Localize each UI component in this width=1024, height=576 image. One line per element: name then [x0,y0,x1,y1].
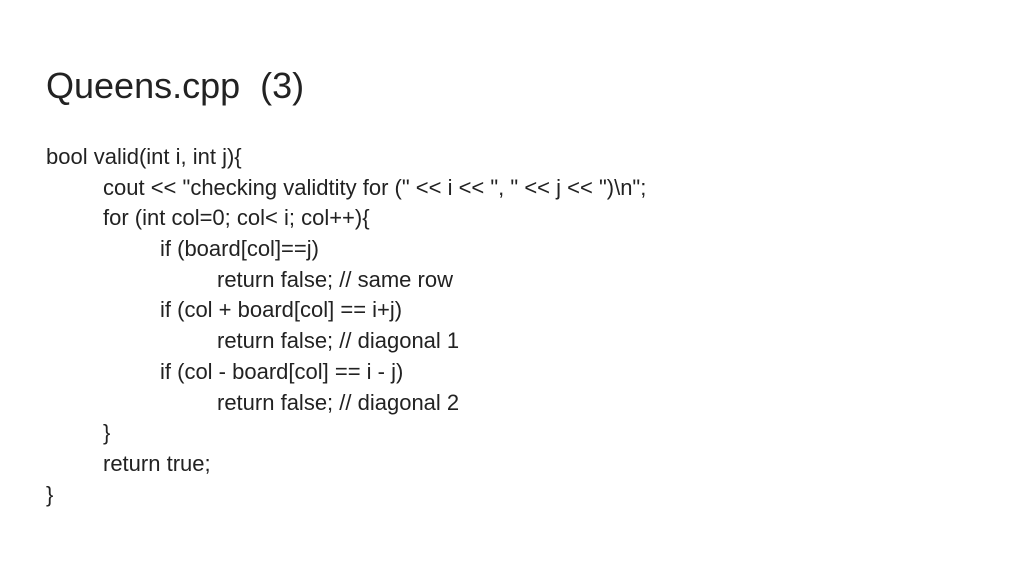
code-line: cout << "checking validtity for (" << i … [103,174,647,200]
code-line: if (col - board[col] == i - j) [160,358,404,384]
code-line: bool valid(int i, int j){ [46,144,242,169]
code-line: return false; // same row [217,266,453,292]
code-line: } [103,420,111,446]
slide-title: Queens.cpp (3) [46,65,305,106]
code-line: } [46,481,54,507]
code-line: for (int col=0; col< i; col++){ [103,205,370,231]
code-line: if (board[col]==j) [160,236,319,262]
code-block: bool valid(int i, int j){ cout << "check… [46,142,986,510]
code-line: if (col + board[col] == i+j) [160,297,403,323]
code-line: return false; // diagonal 1 [217,328,460,354]
code-line: return false; // diagonal 2 [217,389,460,415]
code-line: return true; [103,450,211,476]
